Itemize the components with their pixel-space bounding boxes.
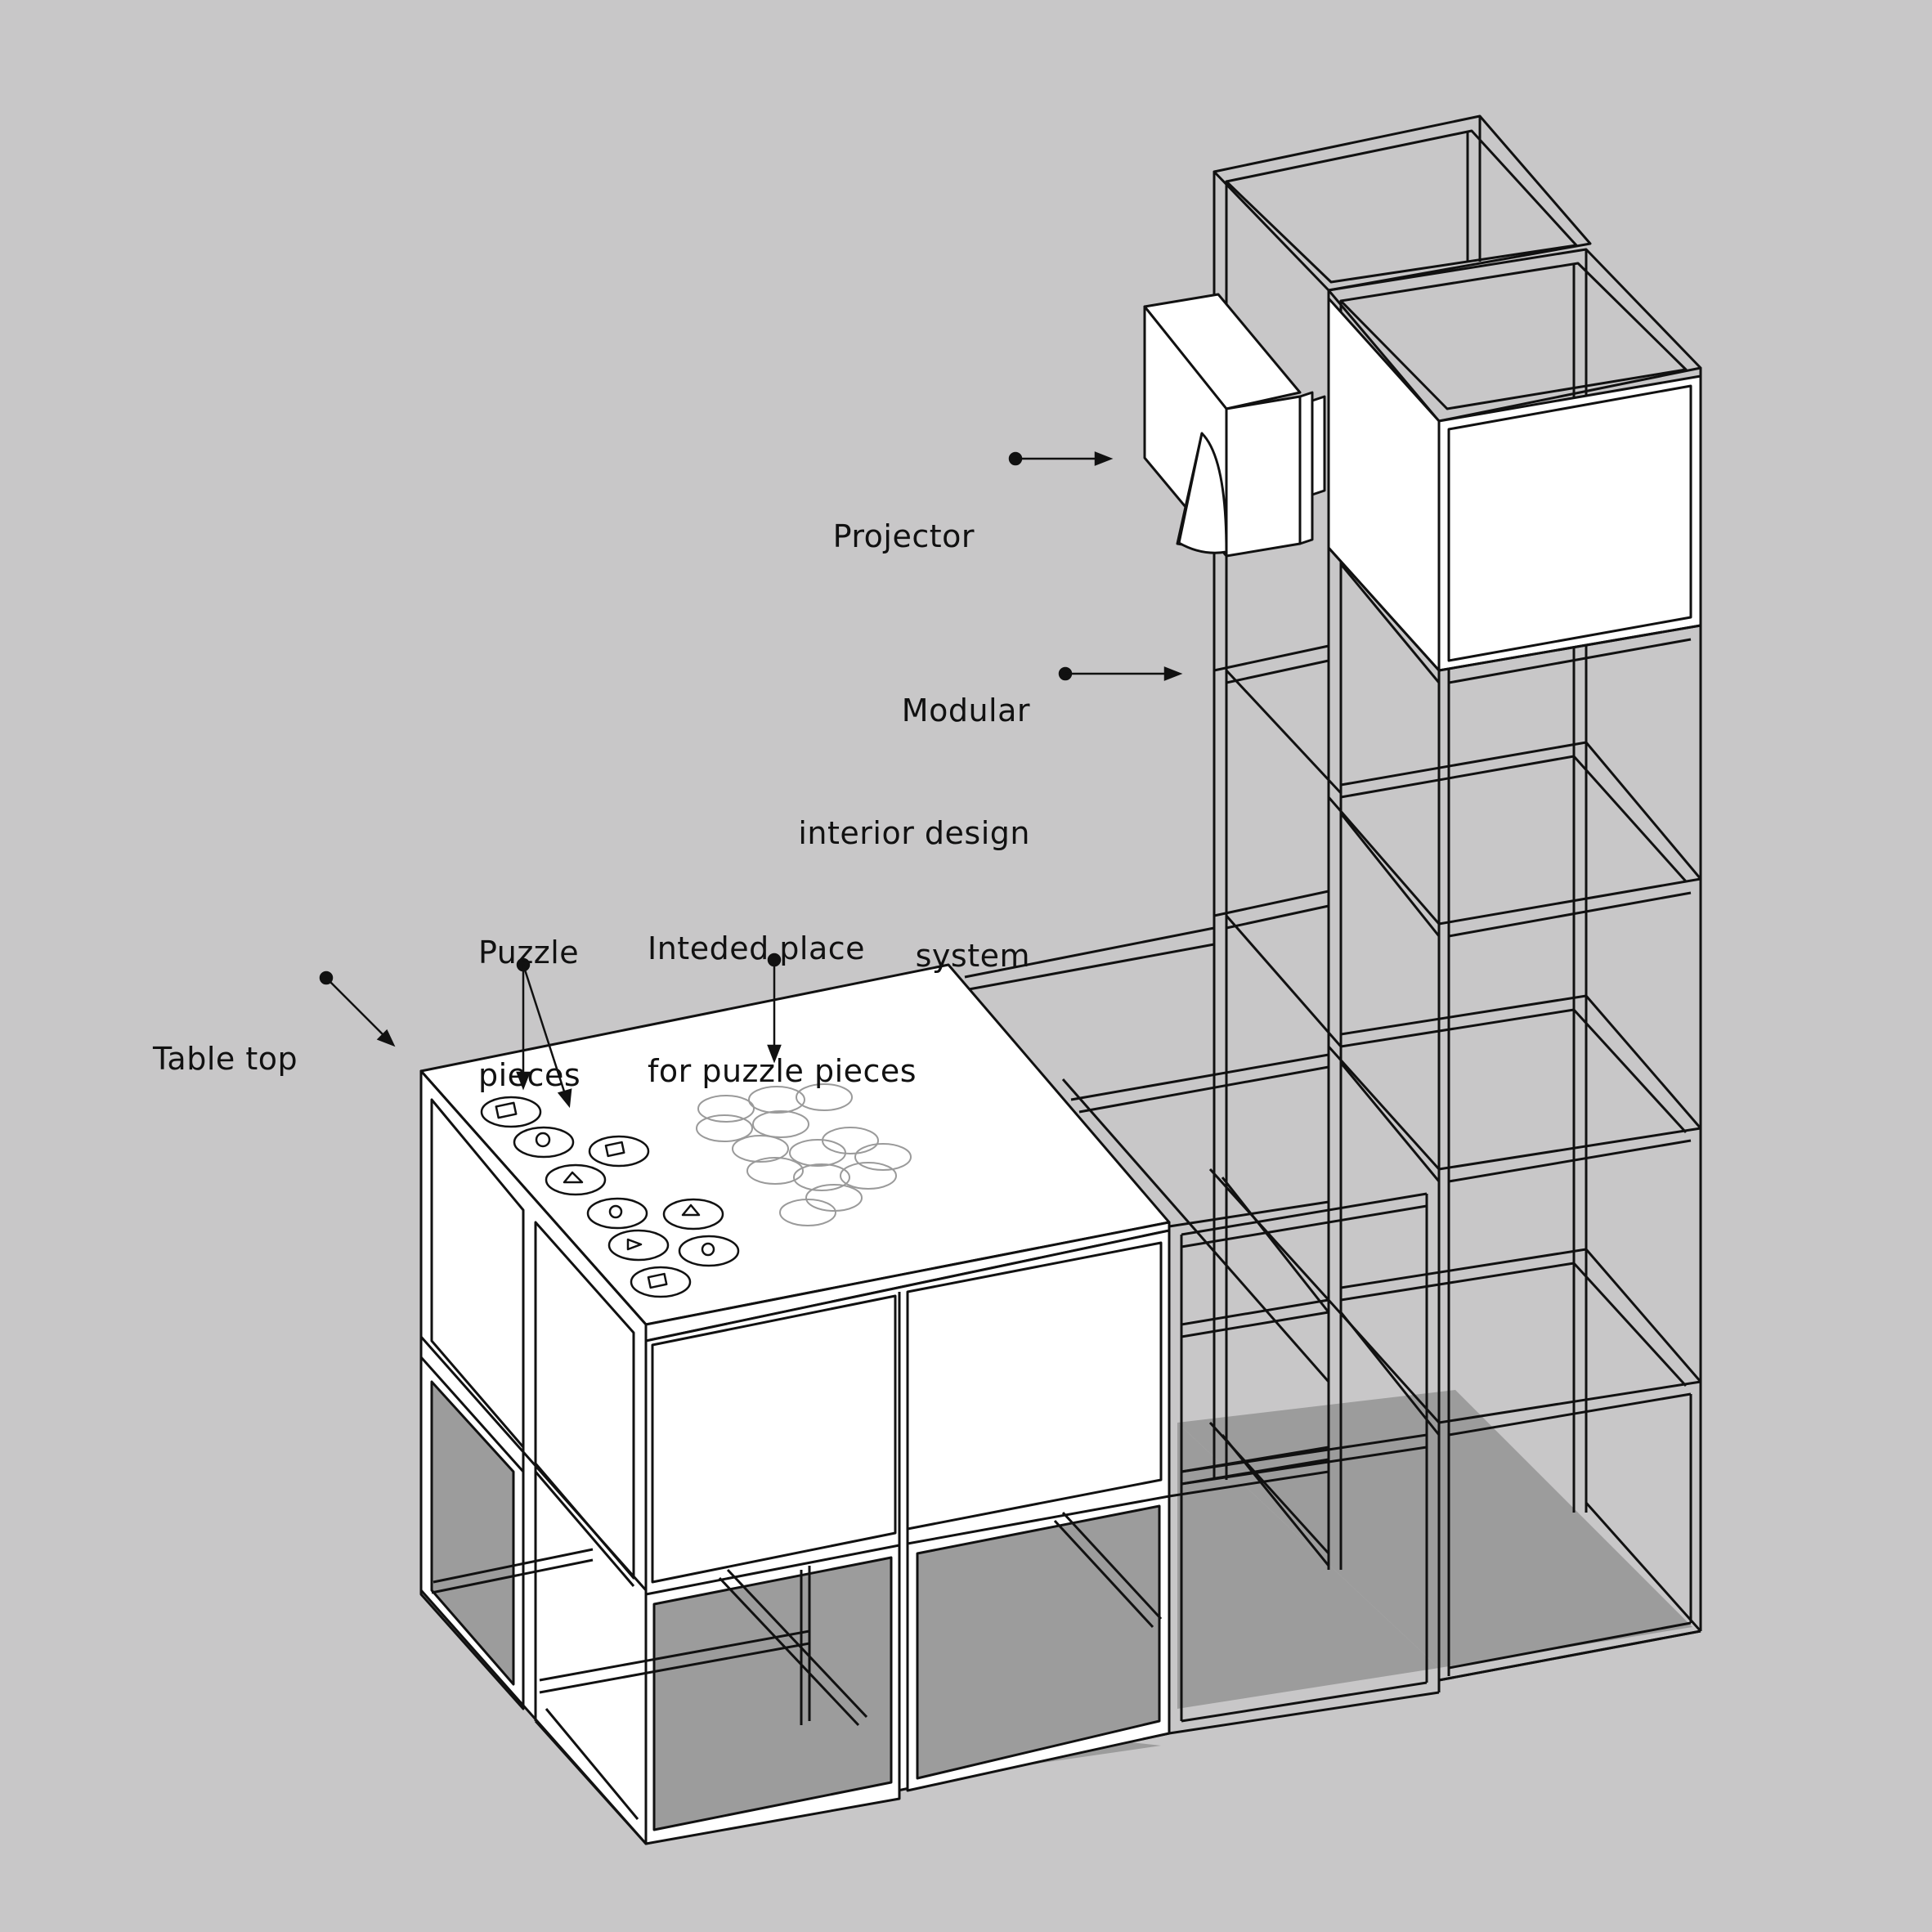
- puzzle-piece-icon: [662, 1198, 724, 1230]
- projector-label-line: Projector: [832, 518, 975, 554]
- arrowhead-icon: [767, 1044, 782, 1064]
- intended-place-label: Inteded place for puzzle pieces: [648, 846, 917, 1173]
- puzzle-piece-icon: [678, 1235, 740, 1267]
- puzzle-piece-icon: [607, 1229, 670, 1262]
- puzzle-piece-icon: [545, 1163, 607, 1196]
- table-top-leader: [319, 970, 396, 1047]
- intended-place-outline: [696, 1083, 912, 1226]
- table-top-label-line: Table top: [153, 1041, 298, 1077]
- modular-system-label: Modular interior design system: [736, 608, 1030, 1058]
- projector-leader: [1008, 451, 1114, 466]
- arrowhead-icon: [1163, 666, 1183, 681]
- puzzle-piece-icon: [480, 1096, 542, 1128]
- puzzle-label-line: Puzzle: [478, 935, 580, 970]
- back-rail: [964, 926, 1329, 1114]
- modular-label-line: Modular: [901, 693, 1030, 728]
- puzzle-piece-icon: [588, 1135, 650, 1168]
- leader-lines: [319, 451, 1183, 1109]
- intended-place-label-line: for puzzle pieces: [648, 1053, 917, 1089]
- arrowhead-icon: [376, 1029, 396, 1047]
- modular-label-line: system: [915, 938, 1030, 974]
- modular-leader: [1058, 666, 1183, 681]
- puzzle-pieces-label: Puzzle pieces: [478, 850, 580, 1177]
- tower-frame: [1213, 114, 1702, 1682]
- puzzle-pieces-leader: [516, 957, 572, 1109]
- intended-place-leader: [767, 953, 782, 1064]
- puzzle-piece-icon: [630, 1266, 692, 1298]
- projector-icon: [1143, 293, 1326, 558]
- projector-label: Projector: [785, 434, 975, 639]
- lower-right-frames: [1437, 1394, 1701, 1692]
- table-top-label: Table top: [153, 957, 298, 1161]
- puzzle-piece-icon: [513, 1126, 575, 1159]
- arrowhead-icon: [557, 1088, 572, 1109]
- modular-label-line: interior design: [798, 815, 1030, 851]
- puzzle-pieces: [480, 1096, 740, 1298]
- intended-place-label-line: Inteded place: [648, 930, 866, 966]
- table-lower-frames: [419, 1356, 1171, 1845]
- tower-levels: [1213, 546, 1702, 1682]
- arrowhead-icon: [1094, 451, 1114, 466]
- puzzle-piece-icon: [586, 1197, 648, 1230]
- puzzle-label-line: pieces: [478, 1057, 581, 1093]
- arrowhead-icon: [516, 1071, 531, 1091]
